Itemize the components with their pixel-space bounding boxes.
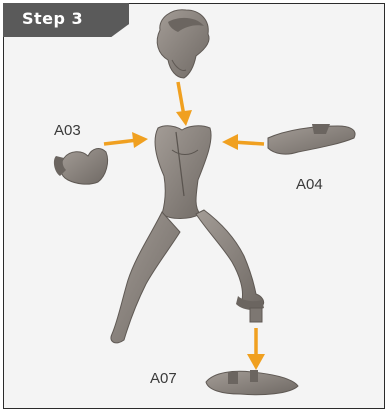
right-arm-part [268, 124, 355, 154]
arrow-left-arm [104, 132, 148, 148]
label-a07: A07 [150, 370, 177, 387]
label-a03: A03 [54, 122, 81, 139]
foot-peg [250, 308, 262, 322]
legs-figure [111, 210, 264, 343]
arrow-base-down [247, 328, 265, 370]
left-arm-part [54, 149, 108, 185]
torso-figure [155, 126, 211, 219]
base-part [206, 370, 298, 395]
arrow-head-down [176, 82, 192, 126]
head-part [157, 10, 209, 78]
arrow-right-arm [222, 134, 264, 150]
label-a04: A04 [296, 176, 323, 193]
